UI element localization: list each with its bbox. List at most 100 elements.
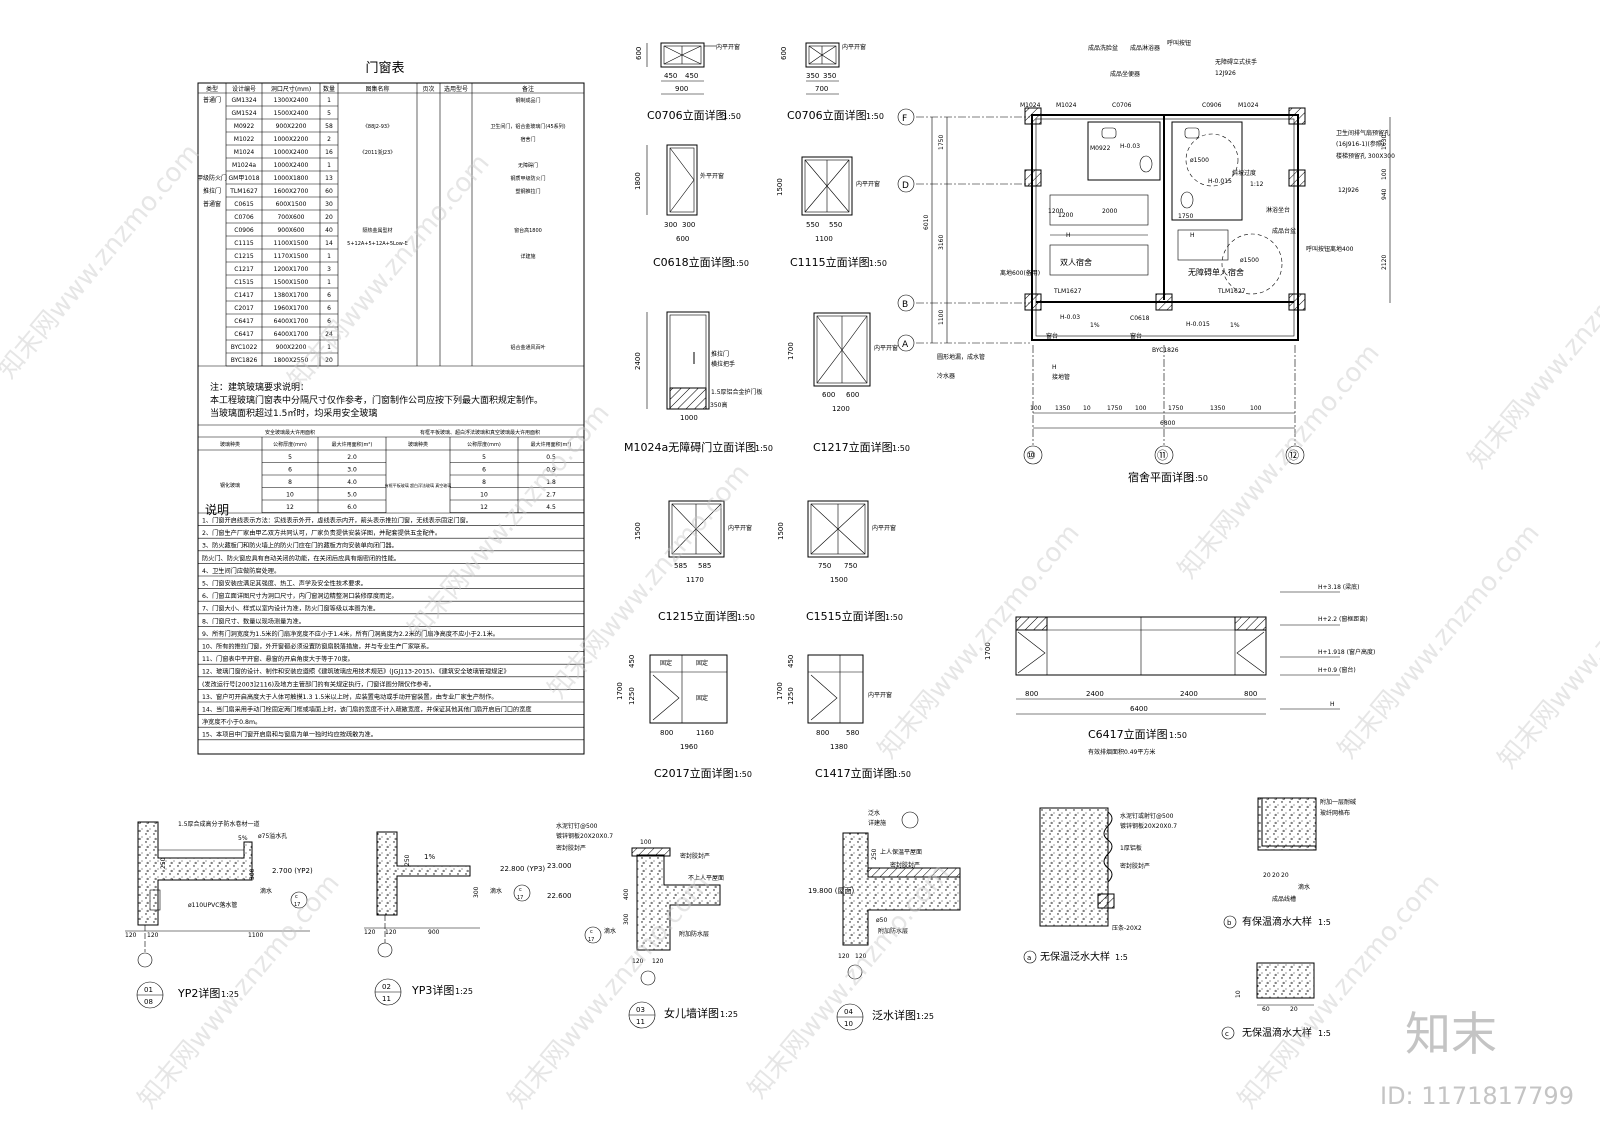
table-note-title: 注：建筑玻璃要求说明：: [210, 381, 309, 393]
elev-c1417-h: 1700: [776, 682, 784, 700]
plan-dim-left: 3160: [938, 235, 945, 250]
c6417-level-frame: H+2.2 (窗框距离): [1318, 615, 1368, 623]
elev-c2017-w1: 800: [660, 729, 673, 737]
elev-c1217-tag: 内平开窗: [874, 344, 898, 352]
glass-left-thk: 6: [288, 467, 292, 474]
parapet-d1: 100: [640, 839, 652, 846]
elev-c1115-title: C1115立面详图: [790, 255, 870, 269]
detail-c: 10 60 20 c 无保温滴水大样 1:5: [1221, 962, 1331, 1040]
table-cell: M1024a: [232, 162, 256, 169]
flashing-d1: 250: [871, 848, 878, 860]
elev-c1215-scale: 1:50: [737, 613, 755, 622]
plan-label: 离地600(备用): [1000, 269, 1040, 277]
table-cell: 20: [325, 357, 333, 364]
elev-c1417-w1: 800: [816, 729, 829, 737]
plan-door-label: BYC1826: [1152, 347, 1179, 354]
elev-c0618-title: C0618立面详图: [653, 255, 733, 269]
watermark-text: 知末网www.znzmo.com: [1462, 228, 1600, 474]
plan-label: 1200: [1058, 212, 1073, 219]
elev-c1417-w2: 580: [846, 729, 859, 737]
elev-c2017-scale: 1:50: [734, 770, 752, 779]
detail-yp3: 1% 22.800 (YP3) 滴水 c17 250 300 120 120 9…: [364, 831, 545, 1006]
elev-c1417-h2: 1250: [787, 687, 795, 705]
table-cell: 铝合金通风百叶: [510, 344, 545, 351]
parapet-elev-2: 22.600: [547, 892, 572, 900]
explain-line: 8、门窗尺寸、数量以现场测量为准。: [202, 617, 305, 625]
svg-text:c: c: [519, 887, 522, 893]
table-cell: C1115: [234, 240, 254, 247]
glass-right-thk: 5: [482, 454, 486, 461]
table-cell: 1: [327, 279, 331, 286]
table-cell: 1000X2200: [274, 136, 309, 143]
parapet-n6: 附加防水层: [679, 930, 709, 938]
elev-c0618-w2: 300: [682, 221, 695, 229]
plan-dim-bottom: 1350: [1210, 405, 1225, 412]
table-cell: 6400X1700: [274, 331, 309, 338]
plan-label: 成品洗脸盆: [1088, 44, 1118, 52]
plan-label: 接地管: [1052, 373, 1070, 381]
table-cell: C0906: [234, 227, 254, 234]
table-cell: 1000X2400: [274, 149, 309, 156]
elev-m1024a-kick: 350高: [710, 401, 727, 409]
axis-11: ⑪: [1157, 449, 1168, 462]
table-cell: C1215: [234, 253, 254, 260]
yp3-title: YP3详图: [411, 983, 454, 997]
flashing-d2: ø50: [876, 917, 887, 924]
table-cell: 6: [327, 318, 331, 325]
yp3-ref-bottom: 11: [382, 995, 391, 1003]
c6417-level-height: H+1.918 (窗户高度): [1318, 648, 1375, 656]
plan-label: 1750: [1178, 213, 1193, 220]
explain-line: 防火门、防火窗应具有自动关闭的功能，在关闭后应具有烟密闭的性能。: [202, 554, 400, 562]
detail-b: 附加一层耐碱 玻纤网格布 成品线槽 滴水 20 20 20 b 有保温滴水大样 …: [1223, 797, 1356, 929]
yp2-note-1: 1.5厚合成高分子防水卷材一道: [178, 820, 260, 828]
elev-c1417-h1: 450: [787, 655, 795, 668]
parapet-n3: 密封胶封严: [556, 844, 586, 852]
plan-label: 冷水器: [937, 372, 955, 380]
table-cell: 推拉门: [203, 187, 221, 195]
detail-a-n5: 压条-20X2: [1112, 924, 1142, 932]
parapet-d2: 400: [623, 888, 630, 900]
table-header-cell: 数量: [323, 85, 335, 93]
parapet-n1: 水泥钉钉@500: [556, 822, 598, 830]
yp2-note-5: ø110UPVC落水管: [188, 901, 237, 909]
plan-dim-left: 1100: [938, 310, 945, 325]
watermark-text: 知末网www.znzmo.com: [1172, 338, 1385, 584]
table-cell: 详建施: [520, 253, 535, 260]
elev-m1024a-scale: 1:50: [755, 444, 773, 453]
yp3-elev: 22.800 (YP3): [500, 865, 545, 873]
elev-m1024a-w: 1000: [680, 414, 698, 422]
yp3-d-h1: 250: [404, 854, 411, 866]
plan-dim-bottom: 100: [1135, 405, 1147, 412]
explain-label: 说明: [205, 502, 229, 517]
glass-right-area: 4.5: [546, 504, 556, 511]
detail-b-n3: 成品线槽: [1272, 895, 1296, 903]
detail-b-d1: 20: [1263, 872, 1271, 879]
elev-c0706-a-title: C0706立面详图: [647, 108, 727, 122]
table-cell: 1: [327, 253, 331, 260]
flashing-n3: 上人保温平屋面: [880, 848, 922, 856]
plan-label: 成品台盆: [1272, 227, 1296, 235]
detail-a-n3: 1厚铝板: [1120, 844, 1142, 852]
elev-c1115-w: 1100: [815, 235, 833, 243]
detail-b-d3: 20: [1281, 872, 1289, 879]
glass-right-thk: 12: [480, 504, 488, 511]
detail-a-title: 无保温泛水大样: [1040, 950, 1110, 963]
table-cell: 30: [325, 201, 333, 208]
elev-c0706-b-tag: 内平开窗: [842, 43, 866, 51]
table-cell: BYC1022: [231, 344, 258, 351]
section-details: 1.5厚合成高分子防水卷材一道 5% ø75溢水孔 2.700 (YP2) ø1…: [125, 797, 1356, 1040]
plan-dim-right: 100: [1381, 168, 1388, 180]
yp3-drip: 滴水: [490, 887, 502, 895]
elev-c1215-tag: 内平开窗: [728, 524, 752, 532]
flashing-w2: 120: [855, 953, 867, 960]
plan-label: 成品坐便器: [1110, 70, 1140, 78]
yp2-d-w3: 1100: [248, 932, 263, 939]
table-cell: 钢质甲级防火门: [510, 175, 545, 182]
detail-c-d2: 60: [1262, 1006, 1270, 1013]
axis-d: D: [902, 181, 909, 191]
table-note-line-1: 本工程玻璃门窗表中分隔尺寸仅作参考，门窗制作公司应按下列最大面积规定制作。: [210, 394, 543, 406]
plan-label: H-0.015: [1208, 178, 1232, 185]
plan-dim-bottom: 1350: [1055, 405, 1070, 412]
elev-c1215: 内平开窗 1500 585 585 1170 C1215立面详图 1:50: [634, 500, 755, 623]
elev-c0706-b: 内平开窗 600 350 350 700 C0706立面详图 1:50: [780, 42, 884, 122]
